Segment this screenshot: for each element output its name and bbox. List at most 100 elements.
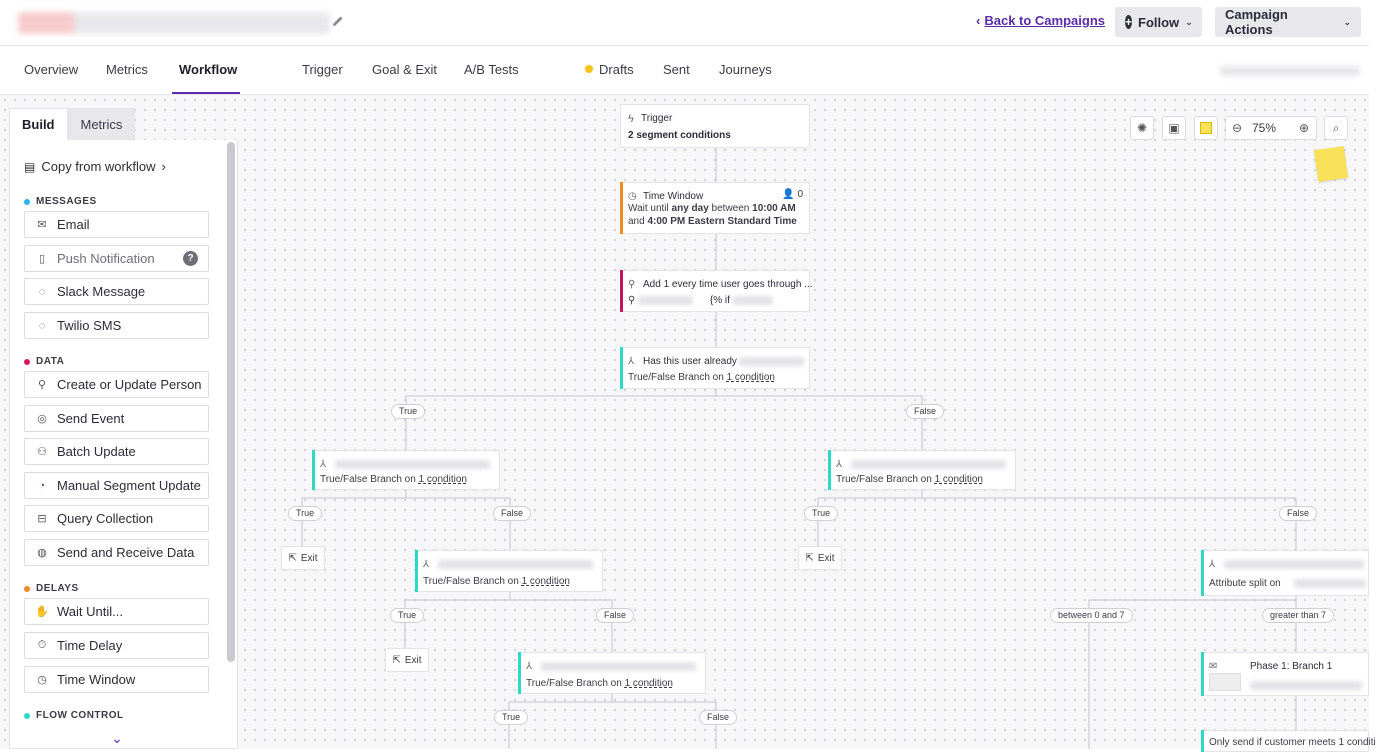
copy-from-workflow-link[interactable]: ▤ Copy from workflow ›	[24, 159, 166, 174]
panel-item-create-update-person[interactable]: ⚲Create or Update Person	[24, 371, 209, 398]
panel-item-batch-update[interactable]: ⚇Batch Update	[24, 438, 209, 465]
split-icon: ⅄	[836, 459, 843, 470]
exit-node[interactable]: ⇱Exit	[798, 546, 842, 570]
help-icon[interactable]: ?	[183, 251, 198, 266]
tab-workflow[interactable]: Workflow	[179, 62, 238, 77]
tab-overview[interactable]: Overview	[24, 62, 79, 77]
person-edit-icon: ⚲	[628, 279, 636, 290]
false-label: False	[493, 506, 532, 521]
exit-icon: ⇱	[392, 654, 401, 666]
panel-item-slack[interactable]: ◌Slack Message	[24, 278, 209, 305]
section-flow-control: FLOW CONTROL	[24, 710, 124, 721]
tab-build[interactable]: Build	[9, 108, 68, 140]
trigger-node[interactable]: ϟ Trigger 2 segment conditions	[620, 104, 810, 148]
tab-trigger[interactable]: Trigger	[302, 62, 343, 77]
follow-button[interactable]: + Follow ⌄	[1115, 7, 1202, 37]
tab-ab-tests[interactable]: A/B Tests	[464, 62, 519, 77]
flow-accent-bar	[620, 347, 623, 389]
panel-item-push-notification[interactable]: ▯Push Notification?	[24, 245, 209, 272]
panel-tabs: Build Metrics	[9, 108, 136, 140]
panel-item-time-delay[interactable]: ⏱Time Delay	[24, 632, 209, 659]
sticky-note-icon[interactable]	[1194, 116, 1218, 140]
image-icon[interactable]: ▣	[1162, 116, 1186, 140]
split-icon: ⅄	[1209, 559, 1216, 570]
mobile-icon: ▯	[38, 253, 46, 265]
flow-accent-bar	[312, 450, 315, 490]
split-icon: ⅄	[628, 356, 635, 367]
attribute-split-node[interactable]: ⅄ Attribute split on	[1201, 550, 1369, 596]
clipboard-icon: ▤	[24, 159, 36, 174]
panel-scrollbar[interactable]	[227, 142, 235, 662]
true-label: True	[804, 506, 839, 521]
false-label: False	[596, 608, 635, 623]
zoom-in-icon[interactable]: ⊕	[1298, 121, 1310, 135]
redacted-title	[541, 662, 696, 671]
branch-desc: True/False Branch on 1 condition	[423, 576, 570, 587]
flow-accent-bar	[518, 652, 521, 694]
globe-icon: ◍	[37, 547, 47, 559]
people-count: 👤 0	[782, 189, 803, 200]
chevron-down-icon: ⌄	[1185, 16, 1193, 27]
panel-item-email[interactable]: ✉Email	[24, 211, 209, 238]
split-icon: ⅄	[423, 559, 430, 570]
section-dot	[24, 198, 30, 205]
branch-node[interactable]: ⅄ True/False Branch on 1 condition	[415, 550, 603, 592]
lightbulb-icon[interactable]: ✺	[1130, 116, 1154, 140]
time-window-node[interactable]: ◷ Time Window 👤 0 Wait until any day bet…	[620, 182, 810, 234]
panel-item-time-window[interactable]: ◷Time Window	[24, 666, 209, 693]
panel-item-twilio-sms[interactable]: ◌Twilio SMS	[24, 312, 209, 339]
section-messages: MESSAGES	[24, 196, 97, 207]
stopwatch-icon: ⏱	[37, 639, 47, 651]
time-window-line1: Wait until any day between 10:00 AM	[628, 203, 796, 214]
tab-drafts[interactable]: Drafts	[585, 62, 634, 77]
branch-desc: True/False Branch on 1 condition	[526, 678, 673, 689]
chat-bubble-icon: ◌	[38, 319, 46, 332]
exit-node[interactable]: ⇱Exit	[385, 648, 429, 672]
panel-item-query-collection[interactable]: ⊟Query Collection	[24, 505, 209, 532]
top-bar: ‹Back to Campaigns + Follow ⌄ Campaign A…	[0, 0, 1369, 46]
tab-journeys[interactable]: Journeys	[719, 62, 772, 77]
tab-metrics[interactable]: Metrics	[106, 62, 148, 77]
active-tab-indicator	[172, 92, 240, 94]
redacted-value	[732, 295, 773, 305]
campaign-actions-button[interactable]: Campaign Actions ⌄	[1215, 7, 1361, 37]
branch-node[interactable]: ⅄ True/False Branch on 1 condition	[518, 652, 706, 694]
panel-item-send-receive-data[interactable]: ◍Send and Receive Data	[24, 539, 209, 566]
split-icon: ⅄	[320, 459, 327, 470]
false-label: False	[906, 404, 945, 419]
panel-item-send-event[interactable]: ◎Send Event	[24, 405, 209, 432]
redacted-title	[438, 560, 593, 569]
sticky-swatch	[1200, 122, 1212, 134]
email-node[interactable]: ✉ Phase 1: Branch 1	[1201, 652, 1369, 696]
panel-item-manual-segment-update[interactable]: ◔Manual Segment Update	[24, 472, 209, 499]
exit-node[interactable]: ⇱Exit	[281, 546, 325, 570]
false-label: False	[699, 710, 738, 725]
panel-item-wait-until[interactable]: ✋Wait Until...	[24, 598, 209, 625]
tab-sent[interactable]: Sent	[663, 62, 690, 77]
clock-icon: ◷	[37, 674, 47, 686]
flow-accent-bar	[415, 550, 418, 592]
zoom-out-icon[interactable]: ⊖	[1231, 121, 1243, 135]
back-to-campaigns-link[interactable]: ‹Back to Campaigns	[976, 13, 1105, 28]
branch-node-root[interactable]: ⅄ Has this user already True/False Branc…	[620, 347, 810, 389]
exit-icon: ⇱	[805, 552, 814, 564]
chevron-down-icon[interactable]: ⌄	[111, 730, 123, 746]
chat-bubble-icon: ◌	[38, 285, 46, 298]
true-label: True	[390, 608, 425, 623]
delay-accent-bar	[620, 182, 623, 234]
filter-node[interactable]: Only send if customer meets 1 conditi	[1201, 730, 1376, 752]
tab-panel-metrics[interactable]: Metrics	[67, 108, 136, 140]
campaign-tabs: Overview Metrics Workflow Trigger Goal &…	[0, 46, 1369, 95]
branch-node[interactable]: ⅄ True/False Branch on 1 condition	[312, 450, 500, 490]
sticky-note[interactable]	[1313, 146, 1349, 182]
clock-icon: ◷	[628, 191, 637, 202]
between-label: between 0 and 7	[1050, 608, 1133, 623]
pencil-icon[interactable]	[331, 14, 345, 28]
redacted-title	[335, 460, 490, 469]
tab-goal-exit[interactable]: Goal & Exit	[372, 62, 438, 77]
draft-status-dot	[585, 65, 593, 73]
create-update-person-node[interactable]: ⚲ Add 1 every time user goes through ...…	[620, 270, 813, 312]
branch-node[interactable]: ⅄ True/False Branch on 1 condition	[828, 450, 1016, 490]
zoom-fit-icon[interactable]: ⌕	[1324, 116, 1348, 140]
